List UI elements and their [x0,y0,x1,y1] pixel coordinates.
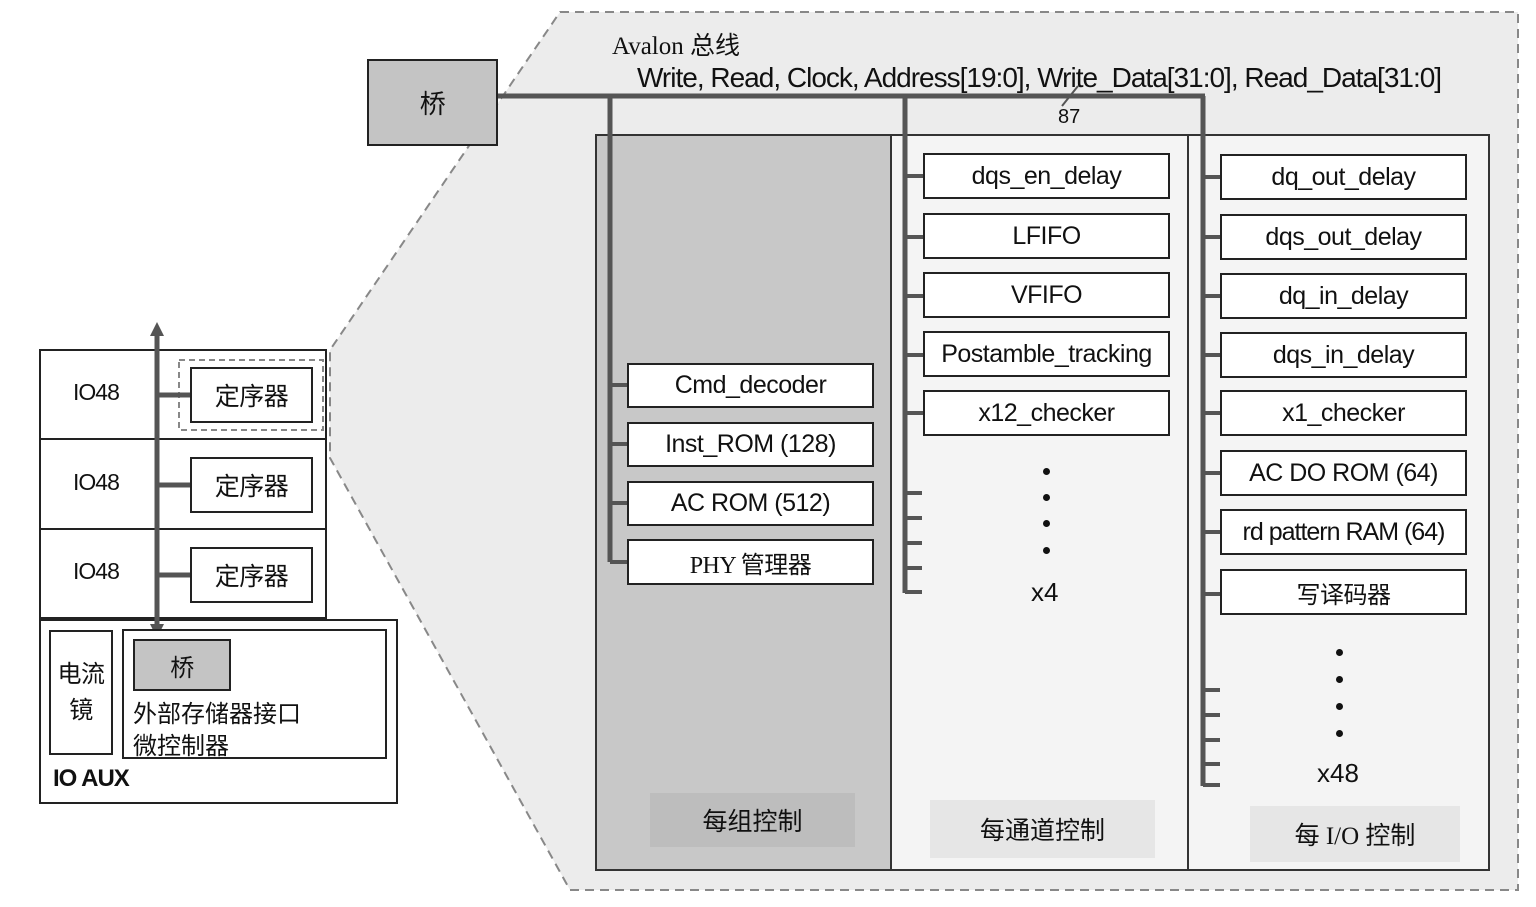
sequencer-block: 定序器 [190,367,313,423]
io-block: 写译码器 [1220,569,1467,615]
ellipsis-dot [1336,676,1343,683]
group-footer: 每组控制 [650,793,855,847]
channel-multiplier: x4 [1031,577,1059,607]
mcu-label-line2: 微控制器 [133,734,229,760]
channel-footer: 每通道控制 [930,800,1155,858]
arrow-up-icon [150,322,164,336]
io-block: AC DO ROM (64) [1220,450,1467,496]
io-block: dqs_in_delay [1220,332,1467,378]
io-aux-title: IO AUX [53,765,130,792]
io-block: x1_checker [1220,390,1467,436]
mcu-label-line1: 外部存储器接口 [133,702,301,728]
ellipsis-dot [1043,494,1050,501]
io48-label: IO48 [73,379,120,405]
group-block: Inst_ROM (128) [627,422,874,467]
channel-block: dqs_en_delay [923,153,1170,199]
channel-block: LFIFO [923,213,1170,259]
current-mirror-block: 电流镜 [49,630,113,755]
ellipsis-dot [1043,547,1050,554]
bus-width-tick [1061,85,1079,107]
io48-label: IO48 [73,558,120,584]
io-block: rd pattern RAM (64) [1220,509,1467,555]
io-block: dqs_out_delay [1220,214,1467,260]
io-block: dq_in_delay [1220,273,1467,319]
channel-block: x12_checker [923,390,1170,436]
ellipsis-dot [1043,468,1050,475]
io-footer: 每 I/O 控制 [1250,806,1460,862]
io48-label: IO48 [73,469,120,495]
sequencer-block: 定序器 [190,457,313,513]
bus-title: Avalon 总线 [612,33,740,60]
io-multiplier: x48 [1317,758,1359,788]
group-block: Cmd_decoder [627,363,874,408]
group-block: AC ROM (512) [627,481,874,526]
channel-block: VFIFO [923,272,1170,318]
io-block: dq_out_delay [1220,154,1467,200]
bus-signals: Write, Read, Clock, Address[19:0], Write… [637,62,1442,93]
ellipsis-dot [1336,730,1343,737]
bridge-block: 桥 [367,59,498,146]
group-block: PHY 管理器 [627,539,874,585]
aux-bridge-block: 桥 [133,639,231,691]
bus-width-label: 87 [1058,106,1081,128]
ellipsis-dot [1336,649,1343,656]
ellipsis-dot [1336,703,1343,710]
sequencer-block: 定序器 [190,547,313,603]
ellipsis-dot [1043,520,1050,527]
channel-block: Postamble_tracking [923,331,1170,377]
